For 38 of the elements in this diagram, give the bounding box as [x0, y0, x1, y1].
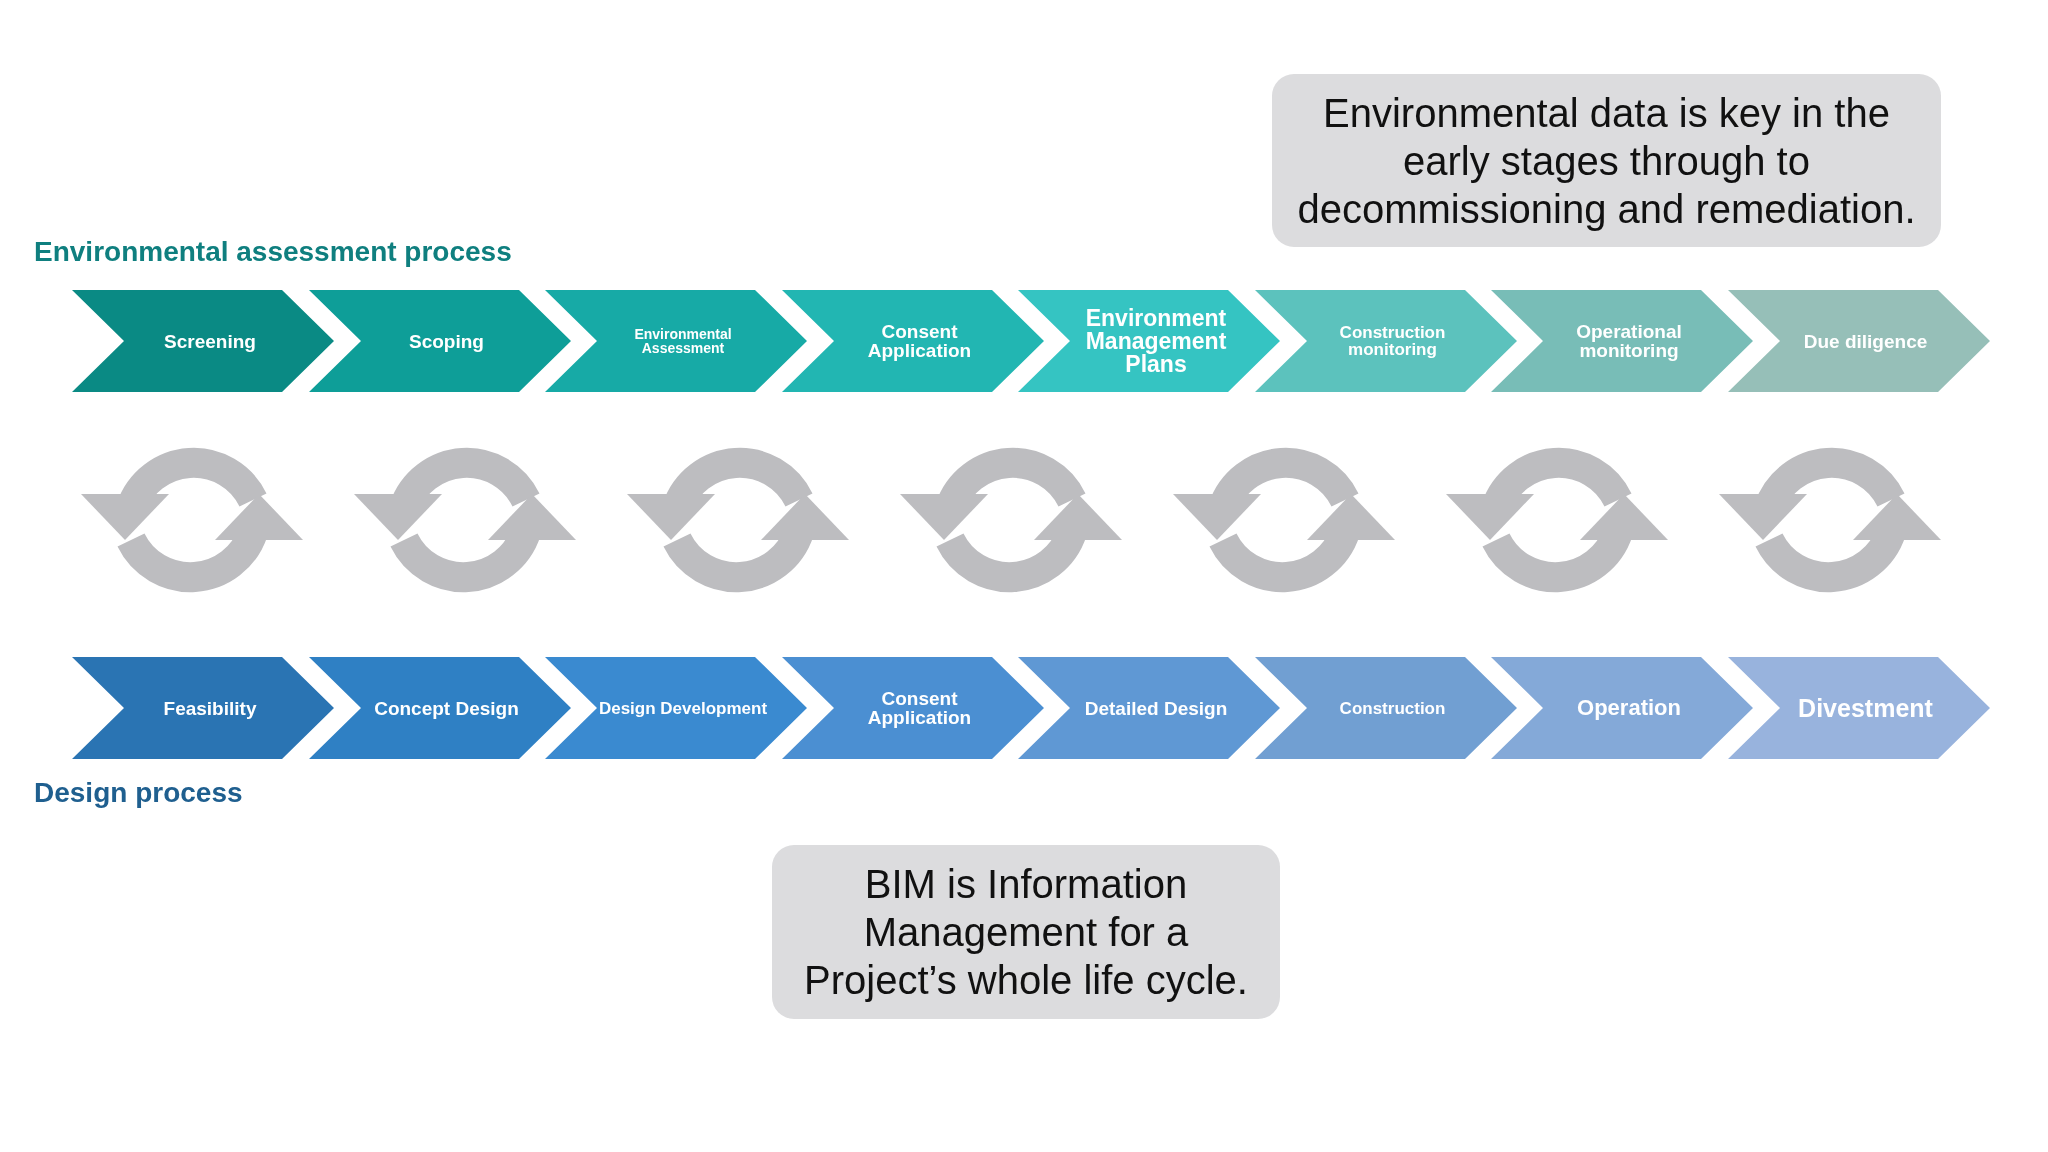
chevron-step [1491, 657, 1753, 759]
step-label: Environmental Assessment [633, 327, 733, 355]
step-label: Design Development [598, 699, 768, 717]
callout-box [772, 845, 1280, 1019]
chevron-step [781, 657, 1044, 759]
chevron-step [1727, 290, 1990, 392]
step-label: Scoping [409, 331, 484, 351]
step-label: Detailed Design [1084, 698, 1228, 718]
chevron-step [72, 657, 334, 759]
chevron-step [72, 290, 334, 392]
step-label: Feasibility [163, 698, 257, 718]
step-label: Consent Application [866, 689, 973, 727]
chevron-step [1018, 290, 1280, 392]
callout-box [1272, 74, 1941, 247]
section-heading: Design process [34, 777, 243, 809]
chevron-step [545, 657, 807, 759]
chevron-step [1491, 290, 1753, 392]
chevron-step [1254, 657, 1517, 759]
chevron-step [308, 290, 571, 392]
step-label: Construction [1339, 699, 1446, 717]
callout-text: Environmental data is key in the early stages through to decommissioning and remediation. [1296, 89, 1917, 233]
callout-text: BIM is Information Management for a Project’s whole life cycle. [803, 861, 1249, 1004]
step-label: Construction monitoring [1338, 324, 1447, 358]
section-heading: Environmental assessment process [34, 236, 512, 268]
step-label: Concept Design [374, 698, 519, 718]
chevron-step [1727, 657, 1990, 759]
chevron-step [781, 290, 1044, 392]
step-label: Divestment [1798, 695, 1933, 721]
step-label: Environment Management Plans [1084, 306, 1228, 376]
step-label: Due diligence [1803, 331, 1928, 351]
chevron-step [308, 657, 571, 759]
chevron-step [545, 290, 807, 392]
step-label: Operational monitoring [1575, 322, 1683, 360]
chevron-step [1254, 290, 1517, 392]
step-label: Operation [1577, 697, 1681, 719]
chevron-step [1018, 657, 1280, 759]
step-label: Consent Application [866, 322, 973, 360]
step-label: Screening [164, 331, 256, 351]
